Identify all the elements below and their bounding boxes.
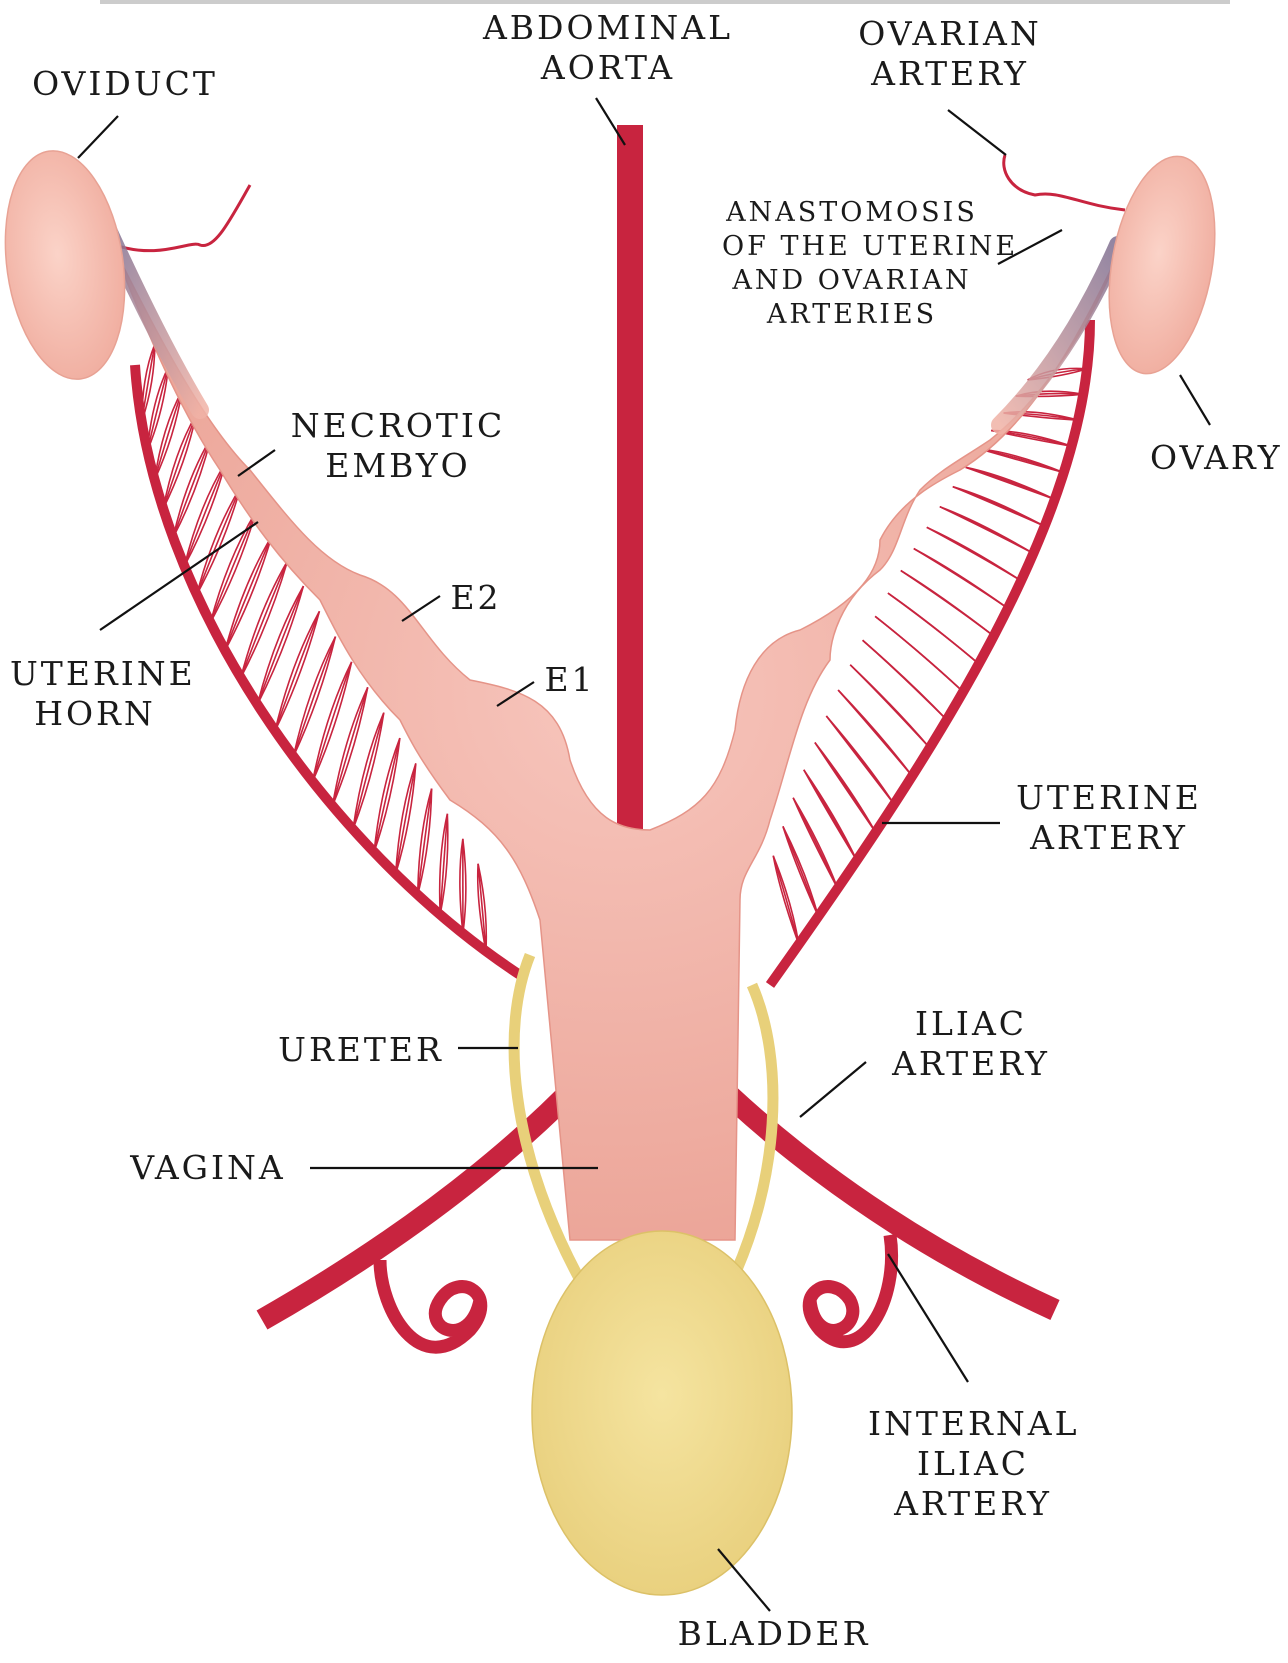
right-ovary xyxy=(1094,148,1231,382)
right-ovarian-artery xyxy=(1004,155,1125,210)
leader-iliac-artery xyxy=(800,1062,866,1117)
label-bladder: BLADDER xyxy=(674,1614,874,1654)
arcade-vessel xyxy=(313,662,352,782)
leader-ovarian-artery xyxy=(948,110,1006,155)
left-internal-iliac-artery xyxy=(380,1260,481,1347)
label-iliac-artery-line1: ILIAC xyxy=(876,1004,1066,1044)
label-ovary: OVARY xyxy=(1150,438,1280,478)
label-uterine-artery-line2: ARTERY xyxy=(1014,818,1204,858)
label-anastomosis-line4: ARTERIES xyxy=(722,298,982,332)
arcade-vessel xyxy=(418,789,432,895)
label-bladder-line1: BLADDER xyxy=(674,1614,874,1654)
label-anastomosis-line1: ANASTOMOSIS xyxy=(722,196,982,230)
leader-ovary xyxy=(1180,375,1210,425)
label-iliac-artery: ILIAC ARTERY xyxy=(876,1004,1066,1084)
arcade-vessel xyxy=(241,561,288,678)
label-internal-iliac-artery: INTERNAL ILIAC ARTERY xyxy=(868,1404,1078,1524)
label-vagina: VAGINA xyxy=(128,1148,288,1188)
label-ovarian-artery-line1: OVARIAN xyxy=(850,14,1050,54)
label-iliac-artery-line2: ARTERY xyxy=(876,1044,1066,1084)
label-ureter: URETER xyxy=(276,1030,446,1070)
bladder xyxy=(532,1231,792,1595)
arcade-vessel xyxy=(901,571,994,636)
label-e1-line1: E1 xyxy=(540,660,600,700)
arcade-vessel xyxy=(863,640,947,720)
arcade-vessel xyxy=(197,487,241,595)
label-ovary-line1: OVARY xyxy=(1150,438,1280,478)
leader-oviduct xyxy=(78,116,118,158)
arcade-vessel xyxy=(257,586,303,704)
uterus xyxy=(110,240,1120,1240)
right-internal-iliac-artery xyxy=(809,1235,891,1342)
label-necrotic-embryo-line2: EMBYO xyxy=(288,446,508,486)
label-uterine-artery-line1: UTERINE xyxy=(1014,778,1204,818)
arcade-vessel xyxy=(888,593,979,664)
right-horn-tip xyxy=(1000,245,1118,425)
label-ovarian-artery-line2: ARTERY xyxy=(850,54,1050,94)
label-e2: E2 xyxy=(446,578,506,618)
label-e2-line1: E2 xyxy=(446,578,506,618)
arcade-vessel xyxy=(163,414,196,509)
label-anastomosis-line3: AND OVARIAN xyxy=(722,264,982,298)
label-vagina-line1: VAGINA xyxy=(128,1148,288,1188)
arcade-vessel xyxy=(966,467,1055,499)
label-necrotic-embryo-line1: NECROTIC xyxy=(288,406,508,446)
label-uterine-horn-line2: HORN xyxy=(10,694,180,734)
label-abdominal-aorta-line1: ABDOMINAL xyxy=(478,8,738,48)
label-uterine-artery: UTERINE ARTERY xyxy=(1014,778,1204,858)
leader-abdominal-aorta xyxy=(596,98,625,145)
arcade-vessel xyxy=(875,616,963,691)
arcade-vessel xyxy=(225,536,272,650)
label-uterine-horn-line1: UTERINE xyxy=(10,654,180,694)
label-anastomosis-line2: OF THE UTERINE xyxy=(722,230,982,264)
leader-uterine-horn xyxy=(100,522,258,630)
label-e1: E1 xyxy=(540,660,600,700)
leader-internal-iliac-artery xyxy=(888,1254,968,1382)
left-ovarian-artery xyxy=(115,185,250,251)
arcade-vessel xyxy=(978,449,1063,473)
arcade-vessel xyxy=(147,367,168,451)
label-ureter-line1: URETER xyxy=(276,1030,446,1070)
label-internal-iliac-artery-line1: INTERNAL xyxy=(868,1404,1078,1444)
label-abdominal-aorta-line2: AORTA xyxy=(478,48,738,88)
arcade-vessel xyxy=(396,763,416,873)
arcade-vessel xyxy=(914,549,1008,609)
label-anastomosis: ANASTOMOSIS OF THE UTERINE AND OVARIAN A… xyxy=(722,196,982,332)
label-internal-iliac-artery-line2: ILIAC xyxy=(868,1444,1078,1484)
label-oviduct-line1: OVIDUCT xyxy=(30,64,220,104)
arcade-vessel xyxy=(773,856,799,945)
leader-bladder xyxy=(718,1549,770,1611)
label-abdominal-aorta: ABDOMINAL AORTA xyxy=(478,8,738,88)
label-uterine-horn: UTERINE HORN xyxy=(10,654,180,734)
label-necrotic-embryo: NECROTIC EMBYO xyxy=(288,406,508,486)
label-oviduct: OVIDUCT xyxy=(30,64,220,104)
arcade-vessel xyxy=(927,527,1021,580)
label-ovarian-artery: OVARIAN ARTERY xyxy=(850,14,1050,94)
left-ovary xyxy=(0,143,138,387)
label-internal-iliac-artery-line3: ARTERY xyxy=(868,1484,1078,1524)
arcade-vessel xyxy=(374,738,400,852)
arcade-vessel xyxy=(804,770,857,861)
